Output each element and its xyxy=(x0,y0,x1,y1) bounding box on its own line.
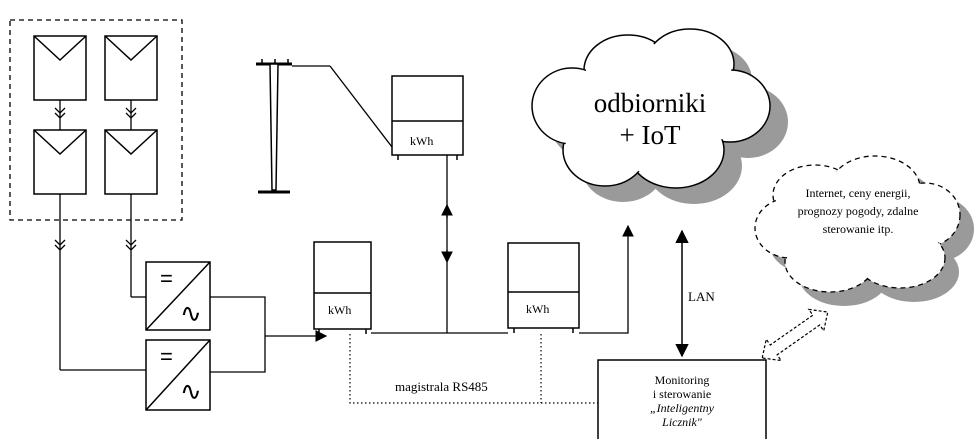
loads-cloud-line1: odbiorniki xyxy=(593,88,707,118)
ac-bus xyxy=(371,155,634,334)
monitoring-box xyxy=(597,359,767,439)
rs485-bus xyxy=(349,334,598,404)
lan-label: LAN xyxy=(688,289,715,304)
pv-meter-label: kWh xyxy=(328,303,352,317)
inverter-2-ac-symbol: ∿ xyxy=(180,376,202,406)
inverter-1 xyxy=(145,261,211,331)
pv-panel-2 xyxy=(104,35,158,101)
pv-meter xyxy=(313,241,372,334)
pv-array-boundary xyxy=(9,19,183,221)
panel-connectors xyxy=(54,100,137,130)
internet-cloud xyxy=(754,155,974,306)
load-meter-label: kWh xyxy=(526,302,550,316)
utility-pole-icon xyxy=(256,59,393,194)
inverter-2-dc-symbol: = xyxy=(160,344,173,369)
internet-link-arrow xyxy=(761,308,829,362)
grid-meter-label: kWh xyxy=(410,134,434,148)
monitoring-product-line2: Licznik" xyxy=(602,415,762,429)
string-wires xyxy=(54,194,146,371)
inverter-output-wires xyxy=(210,296,328,373)
pv-panel-4 xyxy=(104,129,158,195)
inverter-1-ac-symbol: ∿ xyxy=(180,298,202,328)
internet-cloud-text: Internet, ceny energii, prognozy pogody,… xyxy=(797,186,919,236)
grid-meter xyxy=(391,75,464,160)
loads-cloud xyxy=(531,28,788,204)
loads-cloud-line2: + IoT xyxy=(619,120,681,150)
pv-panel-1 xyxy=(33,35,87,101)
monitoring-product-name: „Inteligentny xyxy=(650,401,714,415)
monitoring-product-name-cont: Licznik" xyxy=(662,415,702,429)
monitoring-subtitle: i sterowanie xyxy=(652,387,712,401)
inverter-1-dc-symbol: = xyxy=(160,266,173,291)
pv-panel-3 xyxy=(33,129,87,195)
rs485-label: magistrala RS485 xyxy=(395,379,488,394)
inverter-2 xyxy=(145,339,211,411)
load-meter xyxy=(507,242,580,333)
monitoring-product-line1: „Inteligentny xyxy=(602,401,762,415)
monitoring-title: Monitoring xyxy=(654,373,710,387)
